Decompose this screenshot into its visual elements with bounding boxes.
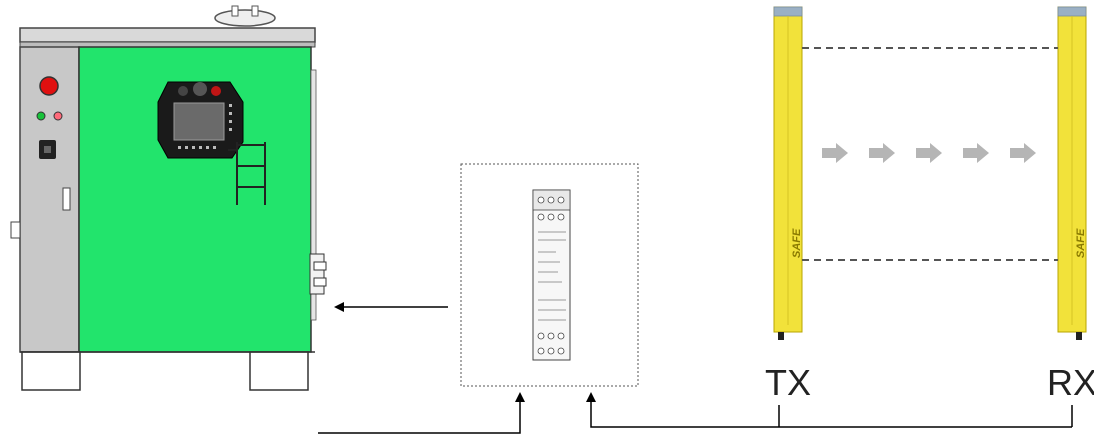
safety-relay-icon [532, 189, 571, 361]
rx-label: RX [1047, 362, 1094, 403]
beam-arrow-icon [963, 143, 989, 163]
green-indicator-icon [36, 111, 46, 121]
cabinet-foot-left [21, 351, 81, 391]
robot-controller-cabinet [10, 5, 327, 391]
red-indicator-icon [53, 111, 63, 121]
estop-button-icon [39, 76, 59, 96]
cabinet-foot-right [249, 351, 309, 391]
tx-brand-label: SAFE [791, 228, 803, 258]
input-wire [318, 392, 525, 434]
cabinet-top [19, 27, 316, 43]
safety-relay-box [460, 163, 639, 387]
light-beam-arrows [822, 143, 1036, 163]
key-switch-icon [39, 140, 56, 159]
beam-arrow-icon [1010, 143, 1036, 163]
teach-pendant-icon [157, 81, 244, 159]
light-curtain-transmitter [773, 6, 803, 340]
light-curtain-receiver [1057, 6, 1087, 340]
beam-arrow-icon [822, 143, 848, 163]
side-hinge-left [10, 221, 21, 239]
beam-arrow-icon [916, 143, 942, 163]
rx-brand-label: SAFE [1075, 228, 1087, 258]
pendant-holder [228, 142, 266, 205]
side-latch [62, 187, 71, 211]
tx-label: TX [765, 362, 811, 403]
beam-arrow-icon [869, 143, 895, 163]
door-latch [309, 253, 327, 295]
curtain-to-relay-wire [586, 392, 1072, 428]
top-handle [214, 5, 276, 27]
